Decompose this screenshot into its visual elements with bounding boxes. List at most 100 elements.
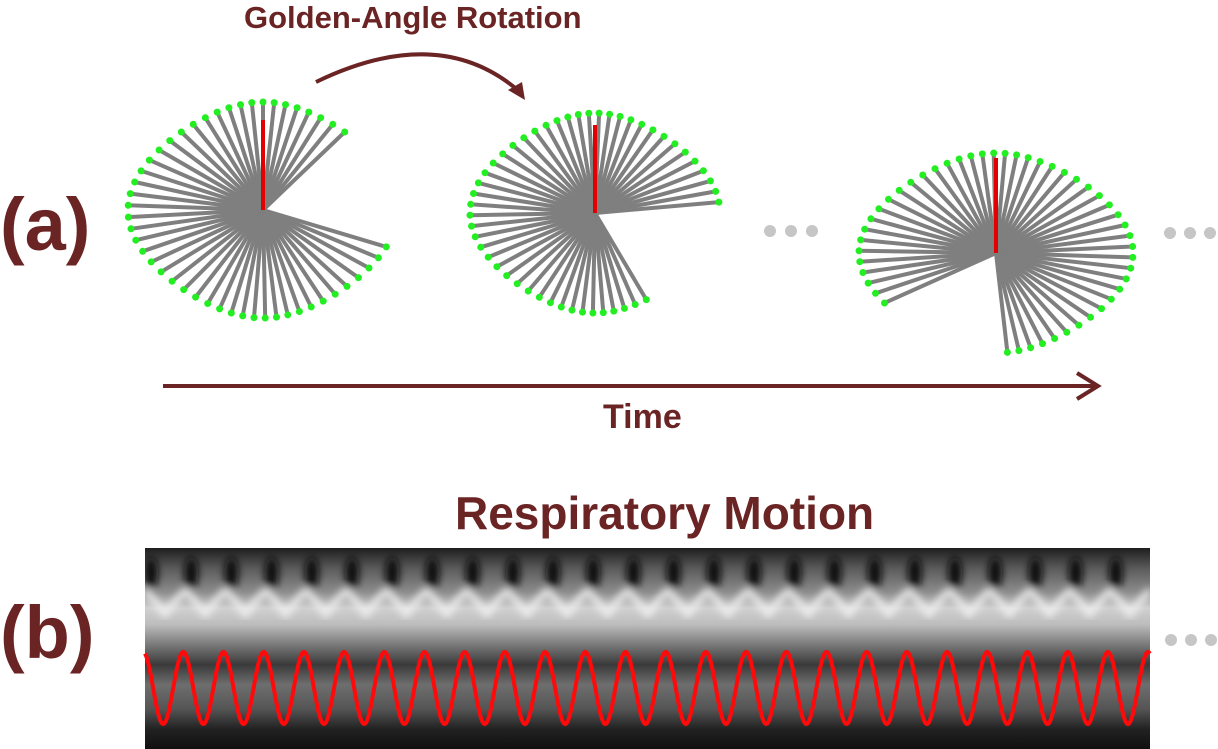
- spoke-line: [994, 251, 1069, 334]
- spoke-line: [505, 211, 597, 278]
- spoke-tip-dot: [864, 279, 872, 287]
- spoke-tip-dot: [1075, 321, 1083, 329]
- spoke-tip-dot: [1024, 154, 1032, 162]
- spoke-tip-dot: [468, 222, 476, 230]
- spoke-tip-dot: [145, 156, 153, 164]
- bright-band-mark: [223, 588, 268, 619]
- spoke-tip-dot: [295, 308, 303, 315]
- spoke-tip-dot: [520, 134, 528, 142]
- spoke-line: [994, 156, 1031, 254]
- spoke-tip-dot: [557, 303, 565, 311]
- spoke-tip-dot: [484, 253, 492, 261]
- spoke-line: [593, 135, 666, 215]
- spoke-tip-dot: [513, 280, 521, 288]
- spoke-tip-dot: [1051, 335, 1059, 342]
- spoke-tip-dot: [466, 211, 474, 219]
- spoke-tip-dot: [861, 225, 869, 233]
- spoke-tip-dot: [579, 308, 586, 316]
- spoke-line: [994, 251, 1081, 327]
- spoke-line: [537, 211, 597, 299]
- radial-frame-1: [124, 98, 390, 322]
- spoke-tip-dot: [1122, 275, 1130, 283]
- spoke-tip-dot: [192, 293, 200, 301]
- spoke-line: [501, 152, 597, 215]
- spoke-tip-dot: [204, 300, 212, 307]
- dark-band-mark: [304, 557, 319, 589]
- spoke-tip-dot: [712, 187, 720, 195]
- spoke-tip-dot: [499, 150, 507, 158]
- spoke-line: [160, 208, 265, 274]
- bright-band-mark: [625, 588, 670, 619]
- bright-band-mark: [946, 588, 992, 619]
- dark-band-mark: [345, 557, 360, 589]
- spoke-tip-dot: [139, 247, 147, 255]
- spoke-tip-dot: [856, 258, 864, 266]
- spoke-line: [170, 208, 265, 283]
- ellipsis-icon-b-end: [1165, 634, 1217, 646]
- spoke-tip-dot: [126, 190, 134, 198]
- spoke-line: [994, 171, 1066, 255]
- spoke-tip-dot: [627, 116, 635, 124]
- spoke-tip-dot: [642, 296, 650, 304]
- dark-band-mark: [867, 557, 882, 589]
- respiratory-signal-line: [143, 649, 1152, 727]
- rotation-arrow: [315, 52, 522, 94]
- spoke-tip-dot: [305, 108, 313, 116]
- spoke-line: [994, 252, 1045, 345]
- spoke-tip-dot: [542, 121, 550, 129]
- spoke-line: [261, 208, 349, 288]
- spoke-tip-dot: [467, 200, 475, 208]
- spoke-tip-dot: [259, 98, 267, 106]
- spoke-tip-dot: [147, 258, 155, 266]
- dark-band-mark: [224, 557, 239, 589]
- spoke-tip-dot: [1116, 285, 1124, 293]
- spoke-tip-dot: [867, 215, 875, 223]
- bright-band-mark: [424, 588, 469, 619]
- spoke-tip-dot: [589, 309, 597, 317]
- dark-band-mark: [586, 557, 601, 589]
- spoke-tip-dot: [227, 309, 235, 317]
- dark-band-mark: [787, 557, 802, 589]
- panel-a-label: (a): [0, 183, 91, 266]
- bright-band-mark: [464, 588, 510, 619]
- bright-band-mark: [705, 588, 751, 619]
- spoke-tip-dot: [691, 157, 699, 165]
- dark-band-mark: [626, 557, 641, 589]
- spoke-tip-dot: [1027, 344, 1035, 352]
- dark-band-mark: [706, 557, 721, 589]
- spoke-line: [883, 251, 997, 305]
- spoke-tip-dot: [213, 108, 221, 116]
- spoke-tip-dot: [489, 159, 497, 167]
- spoke-tip-dot: [631, 301, 639, 308]
- spoke-tip-dot: [671, 140, 679, 148]
- spoke-line: [229, 209, 265, 314]
- spoke-tip-dot: [177, 128, 185, 136]
- spoke-tip-dot: [1048, 162, 1056, 170]
- spoke-line: [158, 148, 265, 212]
- spoke-tip-dot: [616, 112, 624, 120]
- spoke-line: [593, 123, 644, 214]
- spoke-line: [148, 158, 264, 212]
- spoke-line: [215, 111, 265, 211]
- spoke-tip-dot: [474, 179, 482, 187]
- spoke-tip-dot: [599, 309, 607, 317]
- bright-band-mark: [182, 588, 228, 619]
- spoke-tip-dot: [660, 132, 668, 140]
- spoke-tip-dot: [1084, 183, 1092, 191]
- spoke-tip-dot: [189, 120, 197, 128]
- dark-band-mark: [666, 557, 681, 589]
- spoke-line: [182, 208, 265, 292]
- spoke-tip-dot: [1073, 175, 1080, 183]
- spoke-tip-dot: [610, 307, 618, 315]
- spoke-tip-dot: [341, 128, 349, 136]
- spoke-line: [594, 200, 720, 215]
- golden-angle-rotation-label: Golden-Angle Rotation: [244, 0, 582, 35]
- spoke-tip-dot: [535, 293, 543, 301]
- spoke-tip-dot: [546, 299, 554, 307]
- dark-band-mark: [145, 557, 159, 589]
- spoke-line: [262, 208, 387, 249]
- bright-band-mark: [504, 588, 550, 619]
- radial-frame-2: [466, 109, 723, 317]
- spoke-tip-dot: [137, 167, 145, 175]
- spoke-tip-dot: [568, 306, 576, 314]
